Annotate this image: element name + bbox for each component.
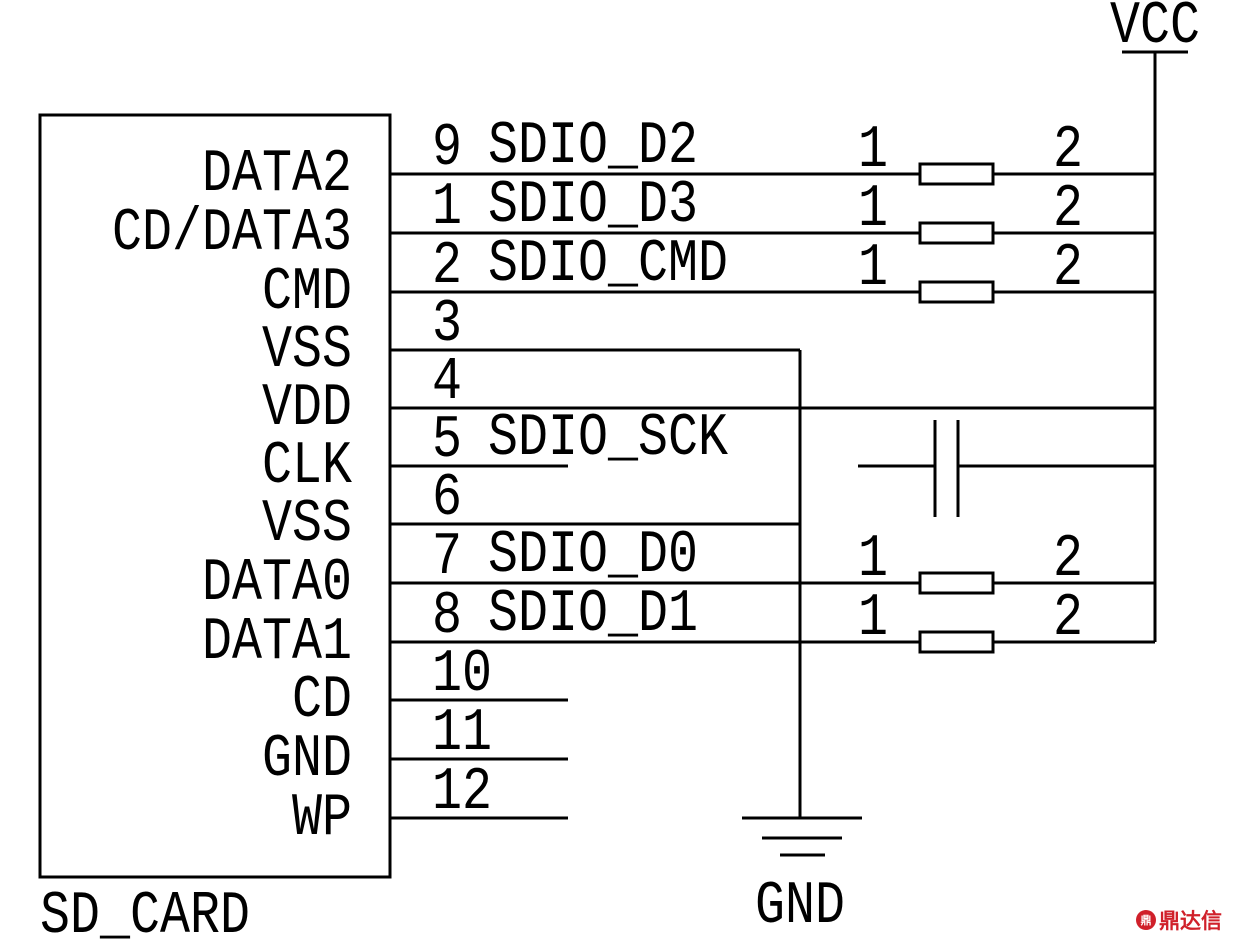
pin-name-cddata3: CD/DATA3 (112, 199, 352, 267)
resistor-pin-1: 1 (858, 525, 888, 593)
sd-card-body (38, 113, 392, 879)
resistor-pin-2: 2 (1053, 116, 1083, 184)
net-label: SDIO_SCK (488, 404, 729, 472)
pin-number: 5 (432, 406, 462, 474)
net-label: SDIO_D2 (488, 112, 698, 180)
net-label: SDIO_D0 (488, 521, 698, 589)
pin-number: 2 (432, 232, 462, 300)
pin-number: 9 (432, 114, 462, 182)
resistor-pin-1: 1 (858, 175, 888, 243)
pin-number: 12 (432, 758, 492, 826)
logo-text: 鼎达信 (1159, 909, 1222, 933)
pin-number: 8 (432, 582, 462, 650)
pin-number: 3 (432, 290, 462, 358)
gnd-label: GND (755, 872, 845, 940)
pin-name-gnd: GND (262, 725, 352, 793)
pin-number: 7 (432, 523, 462, 591)
pullup-resistor (918, 630, 995, 654)
pin-number: 1 (432, 173, 462, 241)
pin-name-cd: CD (292, 666, 352, 734)
pin-name-vss: VSS (262, 316, 352, 384)
resistor-pin-2: 2 (1053, 175, 1083, 243)
net-label: SDIO_D3 (488, 171, 698, 239)
logo-icon: 鼎 (1136, 910, 1156, 930)
resistor-pin-2: 2 (1053, 525, 1083, 593)
vcc-label: VCC (1110, 0, 1200, 60)
watermark-logo: 鼎 鼎达信 (1136, 905, 1222, 935)
net-label: SDIO_CMD (488, 230, 728, 298)
pin-name-data0: DATA0 (202, 549, 352, 617)
pin-name-clk: CLK (262, 432, 353, 500)
pin-number: 4 (432, 348, 462, 416)
pin-name-cmd: CMD (262, 258, 352, 326)
component-name: SD_CARD (40, 882, 250, 945)
resistor-pin-2: 2 (1053, 584, 1083, 652)
pin-number: 6 (432, 464, 462, 532)
pin-name-vss: VSS (262, 490, 352, 558)
pullup-resistor (918, 162, 995, 186)
net-label: SDIO_D1 (488, 580, 698, 648)
pin-name-data2: DATA2 (202, 140, 352, 208)
pin-number: 10 (432, 640, 492, 708)
pullup-resistor (918, 571, 995, 595)
pin-number: 11 (432, 699, 492, 767)
resistor-pin-2: 2 (1053, 234, 1083, 302)
pin-name-wp: WP (292, 784, 352, 852)
pullup-resistor (918, 280, 995, 304)
pin-name-data1: DATA1 (202, 608, 352, 676)
pin-name-vdd: VDD (262, 374, 352, 442)
pullup-resistor (918, 221, 995, 245)
resistor-pin-1: 1 (858, 234, 888, 302)
resistor-pin-1: 1 (858, 116, 888, 184)
resistor-pin-1: 1 (858, 584, 888, 652)
